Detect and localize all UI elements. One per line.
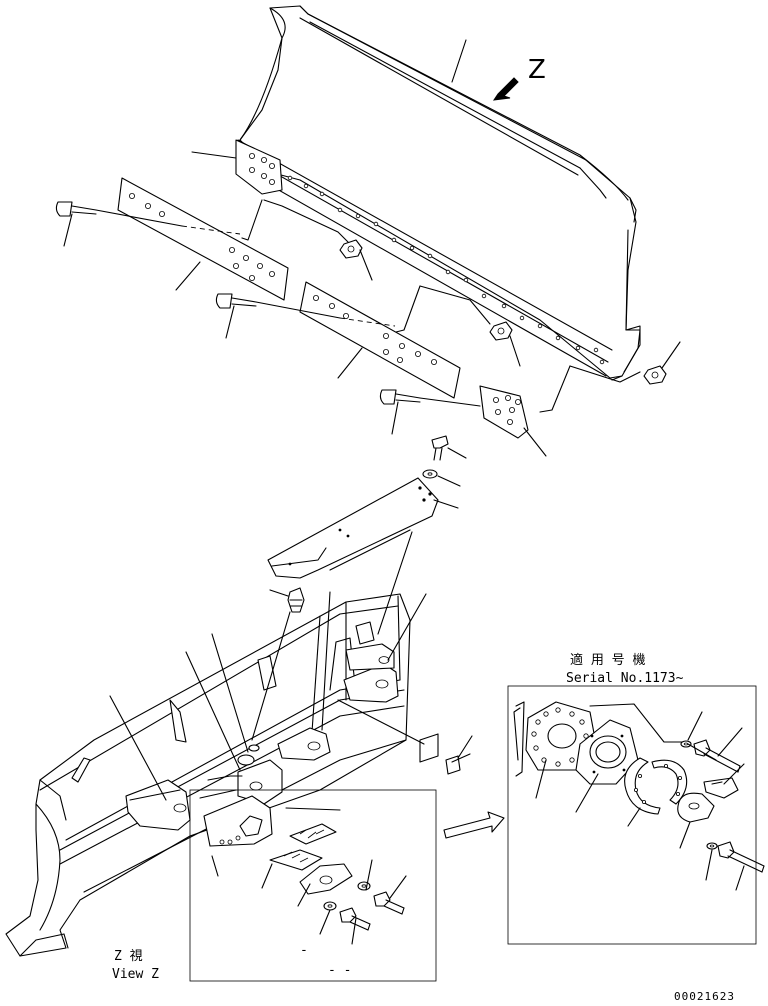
view-z-arrow-label: Z (528, 55, 546, 85)
frame-leader-lines (109, 531, 473, 811)
blade-assembly: Z (55, 5, 681, 457)
serial-detail: 適 用 号 機 Serial No.1173~ (507, 652, 765, 945)
detail-mark-1: - (300, 943, 308, 958)
plate-holes (531, 707, 589, 767)
serial-note-jp: 適 用 号 機 (570, 652, 645, 668)
view-z-arrow (492, 77, 519, 101)
detail-mark-2: - - (328, 963, 351, 978)
view-z-caption-jp: Z 視 (114, 949, 143, 964)
serial-note-en: Serial No.1173~ (566, 671, 684, 686)
blade-leader-lines (63, 39, 681, 457)
cutting-edge-bolts (55, 199, 667, 413)
view-z-caption-en: View Z (112, 967, 159, 982)
blade-bolt-holes (287, 175, 605, 365)
view-z-detail: - - - (189, 789, 437, 982)
detail-arrow (443, 811, 505, 839)
document-number: 00021623 (674, 990, 735, 1003)
middle-parts (267, 435, 467, 613)
lower-frame (5, 531, 473, 957)
